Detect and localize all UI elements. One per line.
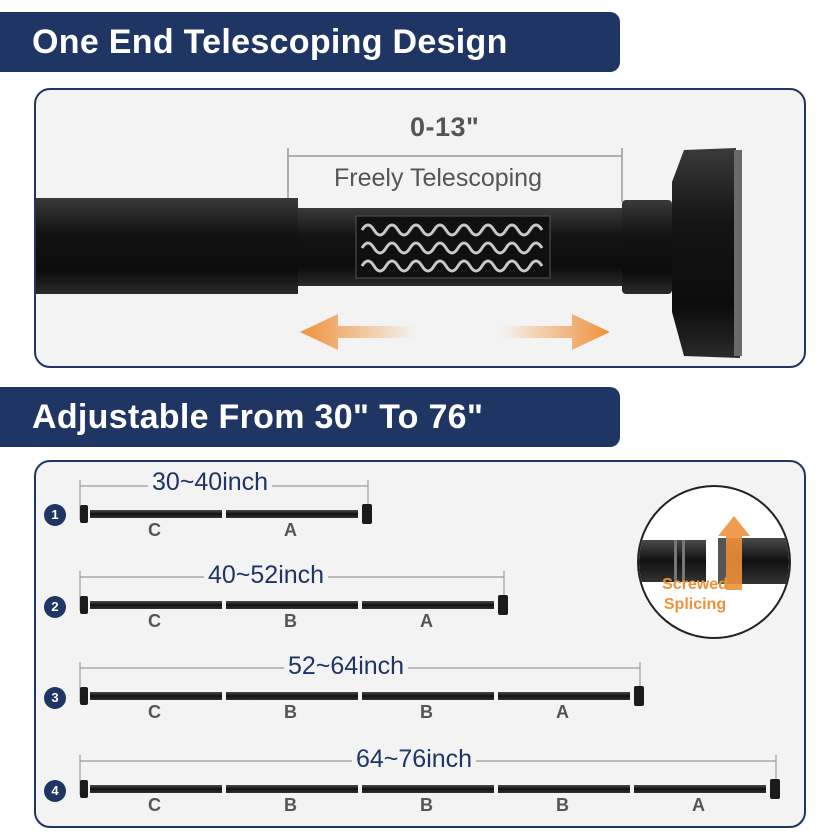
- rod-segment: [90, 785, 222, 793]
- rod-segment: [226, 785, 358, 793]
- rod-segment: [498, 692, 630, 700]
- end-cap-icon: [80, 505, 88, 523]
- arrow-right-icon: [500, 314, 610, 350]
- configurations-panel: 1 2 3 4 30~40inch 40~52inch 52~64inch 64…: [34, 460, 806, 828]
- step-badge-4: 4: [44, 780, 66, 802]
- segment-label: C: [148, 611, 161, 631]
- splice-caption: Screwed Splicing: [662, 576, 728, 613]
- section-title: One End Telescoping Design: [32, 23, 508, 61]
- arrow-left-icon: [300, 314, 416, 350]
- end-cap-icon: [498, 595, 508, 615]
- telescoping-illustration: [36, 148, 742, 358]
- rod-segment: [226, 510, 358, 518]
- segment-label: B: [420, 795, 433, 815]
- segment-label: B: [284, 702, 297, 722]
- step-badge-1: 1: [44, 504, 66, 526]
- rod-segment: [226, 601, 358, 609]
- section-title: Adjustable From 30" To 76": [32, 398, 484, 436]
- rod-segment: [362, 692, 494, 700]
- segment-label: B: [284, 611, 297, 631]
- rod-segment: [362, 785, 494, 793]
- section-banner-adjustable: Adjustable From 30" To 76": [0, 387, 620, 447]
- spring-icon: [360, 223, 544, 273]
- end-cap-icon: [80, 780, 88, 798]
- rotate-arrow-icon: [718, 516, 750, 590]
- telescoping-panel: 0-13" Freely Telescoping: [34, 88, 806, 368]
- segment-label: C: [148, 520, 161, 540]
- step-badge-2: 2: [44, 596, 66, 618]
- end-cap-icon: [80, 596, 88, 614]
- end-cap-icon: [362, 504, 372, 524]
- segment-label: A: [420, 611, 433, 631]
- outer-rod: [36, 198, 298, 294]
- segment-label: A: [692, 795, 705, 815]
- length-label-4: 64~76inch: [352, 745, 477, 774]
- end-cap-icon: [80, 687, 88, 705]
- segment-label: A: [556, 702, 569, 722]
- end-cap-icon: [622, 148, 742, 358]
- rod-segment: [498, 785, 630, 793]
- dimension-bracket: [287, 148, 623, 202]
- end-cap-icon: [634, 686, 644, 706]
- step-badge-3: 3: [44, 687, 66, 709]
- rod-segment: [90, 601, 222, 609]
- segment-label: A: [284, 520, 297, 540]
- rod-segment: [362, 601, 494, 609]
- telescoping-subtitle: Freely Telescoping: [334, 164, 542, 192]
- segment-label: C: [148, 702, 161, 722]
- rod-segment: [90, 692, 222, 700]
- section-banner-telescoping: One End Telescoping Design: [0, 12, 620, 72]
- rod-configurations: [79, 480, 780, 799]
- splice-inset: [637, 485, 791, 639]
- segment-label: B: [420, 702, 433, 722]
- rod-segment: [634, 785, 766, 793]
- rod-segment: [90, 510, 222, 518]
- segment-label: B: [284, 795, 297, 815]
- segment-label: B: [556, 795, 569, 815]
- length-label-2: 40~52inch: [204, 561, 329, 590]
- length-label-3: 52~64inch: [284, 652, 409, 681]
- telescoping-range: 0-13": [410, 112, 480, 142]
- end-cap-icon: [770, 779, 780, 799]
- length-label-1: 30~40inch: [148, 468, 273, 497]
- rod-segment: [226, 692, 358, 700]
- segment-label: C: [148, 795, 161, 815]
